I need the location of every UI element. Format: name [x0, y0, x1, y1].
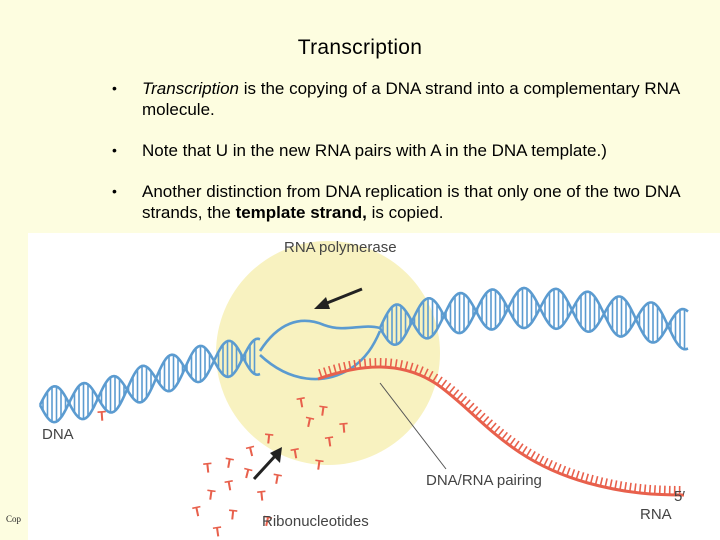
rna-base-tick	[460, 396, 466, 403]
rna-base-tick	[445, 383, 451, 390]
rna-base-tick	[531, 451, 536, 459]
rna-base-tick	[615, 480, 617, 489]
rna-base-tick	[605, 478, 607, 487]
rna-base-tick	[650, 485, 651, 494]
rna-base-tick	[548, 460, 552, 468]
rna-base-tick	[595, 476, 597, 485]
ribonucleotide: T	[212, 523, 223, 540]
rna-base-tick	[539, 456, 543, 464]
rna-base-tick	[640, 484, 641, 493]
ribonucleotide: T	[223, 454, 235, 471]
label-dna-rna-pairing: DNA/RNA pairing	[426, 472, 542, 489]
label-dna: DNA	[42, 426, 74, 443]
rna-base-tick	[475, 410, 481, 417]
rna-base-tick	[502, 432, 508, 439]
bullet-item: • Another distinction from DNA replicati…	[112, 181, 702, 223]
label-rna: RNA	[640, 506, 672, 523]
bullet-item: • Transcription is the copying of a DNA …	[112, 78, 702, 120]
rna-base-tick	[498, 429, 504, 436]
ribonucleotide: T	[257, 487, 268, 504]
rna-base-tick	[518, 444, 523, 451]
bullet-dot: •	[112, 181, 117, 202]
rna-base-tick	[635, 483, 636, 492]
rna-base-tick	[479, 413, 485, 420]
rna-base-tick	[655, 485, 656, 494]
rna-base-tick	[472, 407, 478, 414]
copyright-text: Cop	[6, 514, 21, 524]
rna-base-tick	[522, 446, 527, 454]
ribonucleotide: T	[245, 442, 258, 460]
slide-title: Transcription	[0, 36, 720, 60]
rna-base-tick	[486, 420, 492, 427]
ribonucleotide: T	[224, 477, 236, 494]
ribonucleotide: T	[271, 470, 283, 487]
bullet-text: is copied.	[367, 203, 444, 222]
rna-base-tick	[576, 471, 579, 480]
rna-base-tick	[437, 377, 442, 384]
ribonucleotide: T	[191, 502, 203, 520]
rna-base-tick	[620, 481, 622, 490]
rna-base-tick	[494, 426, 500, 433]
rna-base-tick	[562, 466, 565, 474]
rna-base-tick	[457, 393, 463, 400]
bullet-text: Note that U in the new RNA pairs with A …	[142, 141, 607, 160]
label-rna-polymerase: RNA polymerase	[284, 239, 397, 256]
rna-base-tick	[453, 390, 459, 397]
rna-base-tick	[365, 359, 366, 368]
label-ribonucleotides: Ribonucleotides	[262, 513, 369, 530]
rna-base-tick	[526, 449, 531, 457]
rna-base-tick	[370, 358, 371, 367]
rna-base-tick	[645, 484, 646, 493]
rna-base-tick	[514, 441, 519, 448]
ribonucleotide: T	[206, 486, 217, 503]
rna-base-tick	[506, 435, 511, 442]
ribonucleotide: T	[97, 407, 107, 424]
rna-base-tick	[610, 479, 612, 488]
rna-base-tick	[586, 474, 588, 483]
bullet-term-bold: template strand,	[236, 203, 367, 222]
rna-base-tick	[591, 475, 593, 484]
bullet-dot: •	[112, 140, 117, 161]
rna-base-tick	[391, 359, 392, 368]
rna-base-tick	[449, 386, 455, 393]
ribonucleotide: T	[228, 506, 239, 523]
bullet-item: • Note that U in the new RNA pairs with …	[112, 140, 702, 161]
ribonucleotide: T	[314, 456, 325, 473]
rna-base-tick	[581, 472, 584, 481]
bullet-dot: •	[112, 78, 117, 99]
rna-base-tick	[557, 464, 560, 472]
rna-base-tick	[535, 454, 539, 462]
rna-base-tick	[483, 417, 489, 424]
rna-base-tick	[464, 400, 470, 407]
bullet-list: • Transcription is the copying of a DNA …	[112, 78, 702, 243]
bullet-term: Transcription	[142, 79, 239, 98]
ribonucleotide: T	[203, 459, 214, 476]
rna-base-tick	[571, 469, 574, 478]
rna-base-tick	[567, 468, 570, 476]
label-five-prime: 5′	[674, 488, 685, 505]
rna-base-tick	[544, 458, 548, 466]
rna-base-tick	[468, 403, 474, 410]
rna-base-tick	[386, 358, 387, 367]
rna-base-tick	[441, 380, 446, 387]
ribonucleotide: T	[241, 464, 254, 482]
rna-base-tick	[553, 462, 557, 470]
rna-base-tick	[600, 477, 602, 486]
rna-base-tick	[510, 438, 515, 445]
rna-base-tick	[490, 423, 496, 430]
